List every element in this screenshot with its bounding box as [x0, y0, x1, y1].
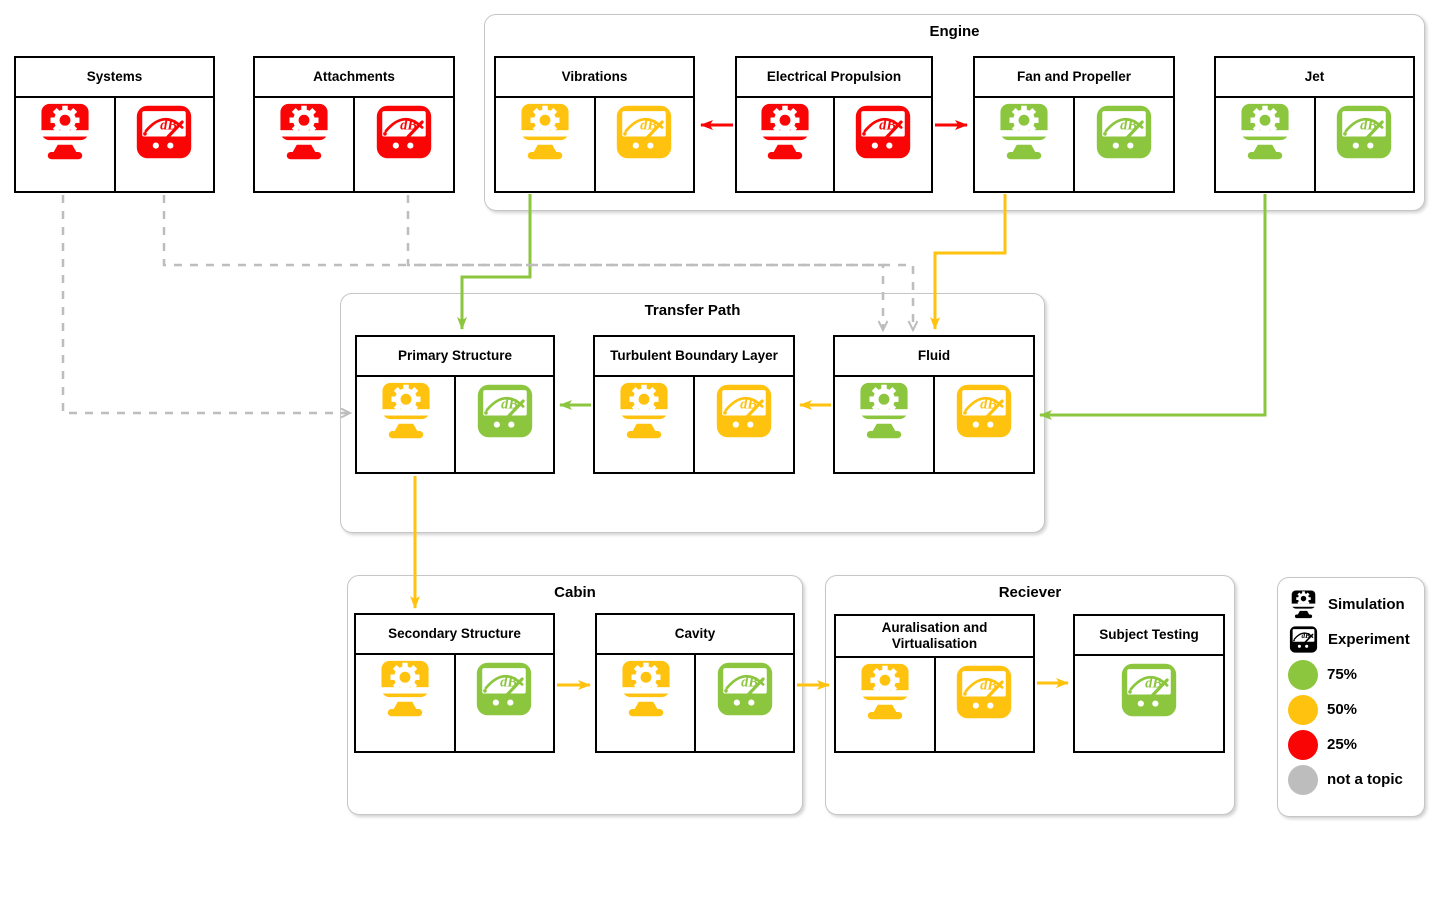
connection-systems-sim-to-primary	[61, 195, 350, 413]
group-transfer-path-title: Transfer Path	[644, 302, 741, 319]
connection-jet-to-fluid	[1039, 194, 1267, 420]
simulation-icon	[835, 377, 933, 472]
simulation-icon	[255, 98, 353, 191]
experiment-icon	[1288, 625, 1319, 654]
legend: Simulation Experiment 75% 50% 25% not a …	[1277, 577, 1425, 817]
experiment-icon	[693, 377, 793, 472]
simulation-icon	[975, 98, 1073, 191]
simulation-icon	[1288, 590, 1319, 619]
node-fluid: Fluid	[833, 335, 1035, 474]
legend-label: Simulation	[1328, 596, 1405, 613]
node-title: Auralisation and Virtualisation	[836, 616, 1033, 658]
legend-row-75: 75%	[1288, 657, 1418, 692]
simulation-icon	[737, 98, 833, 191]
node-title: Subject Testing	[1075, 616, 1223, 656]
simulation-icon	[357, 377, 454, 472]
node-attachments: Attachments	[253, 56, 455, 193]
node-auralisation-and-virtualisation: Auralisation and Virtualisation	[834, 614, 1035, 753]
node-turbulent-boundary-layer: Turbulent Boundary Layer	[593, 335, 795, 474]
red-swatch	[1288, 729, 1318, 760]
node-systems: Systems	[14, 56, 215, 193]
experiment-icon	[833, 98, 931, 191]
node-title: Attachments	[255, 58, 453, 98]
node-title: Jet	[1216, 58, 1413, 98]
group-receiver-title: Reciever	[998, 584, 1062, 601]
simulation-icon	[1216, 98, 1314, 191]
experiment-icon	[933, 377, 1033, 472]
experiment-icon	[933, 658, 1034, 751]
simulation-icon	[595, 377, 693, 472]
node-title: Electrical Propulsion	[737, 58, 931, 98]
node-secondary-structure: Secondary Structure	[354, 613, 555, 753]
legend-label: Experiment	[1328, 631, 1410, 648]
experiment-icon	[1075, 656, 1223, 751]
experiment-icon	[113, 98, 214, 191]
node-electrical-propulsion: Electrical Propulsion	[735, 56, 933, 193]
node-title: Secondary Structure	[356, 615, 553, 655]
simulation-icon	[836, 658, 934, 751]
legend-row-not-a-topic: not a topic	[1288, 762, 1418, 797]
group-cabin-title: Cabin	[554, 584, 596, 601]
legend-row-experiment: Experiment	[1288, 622, 1418, 657]
node-title: Fluid	[835, 337, 1033, 377]
node-title: Cavity	[597, 615, 793, 655]
legend-row-simulation: Simulation	[1288, 587, 1418, 622]
green-swatch	[1288, 659, 1318, 690]
legend-label: 50%	[1327, 701, 1358, 718]
experiment-icon	[454, 377, 553, 472]
node-jet: Jet	[1214, 56, 1415, 193]
group-engine-title: Engine	[929, 23, 980, 40]
simulation-icon	[597, 655, 694, 751]
legend-label: not a topic	[1327, 771, 1403, 788]
simulation-icon	[496, 98, 594, 191]
node-title: Primary Structure	[357, 337, 553, 377]
gray-swatch	[1288, 764, 1318, 795]
node-title: Turbulent Boundary Layer	[595, 337, 793, 377]
simulation-icon	[16, 98, 114, 191]
node-subject-testing: Subject Testing	[1073, 614, 1225, 753]
simulation-icon	[356, 655, 454, 751]
node-fan-and-propeller: Fan and Propeller	[973, 56, 1175, 193]
node-title: Fan and Propeller	[975, 58, 1173, 98]
experiment-icon	[1073, 98, 1173, 191]
legend-row-25: 25%	[1288, 727, 1418, 762]
node-primary-structure: Primary Structure	[355, 335, 555, 474]
experiment-icon	[694, 655, 793, 751]
node-title: Systems	[16, 58, 213, 98]
legend-row-50: 50%	[1288, 692, 1418, 727]
node-cavity: Cavity	[595, 613, 795, 753]
experiment-icon	[593, 98, 694, 191]
experiment-icon	[453, 655, 554, 751]
node-vibrations: Vibrations	[494, 56, 695, 193]
experiment-icon	[1313, 98, 1414, 191]
legend-label: 75%	[1327, 666, 1358, 683]
experiment-icon	[353, 98, 453, 191]
yellow-swatch	[1288, 694, 1318, 725]
node-title: Vibrations	[496, 58, 693, 98]
legend-label: 25%	[1327, 736, 1358, 753]
